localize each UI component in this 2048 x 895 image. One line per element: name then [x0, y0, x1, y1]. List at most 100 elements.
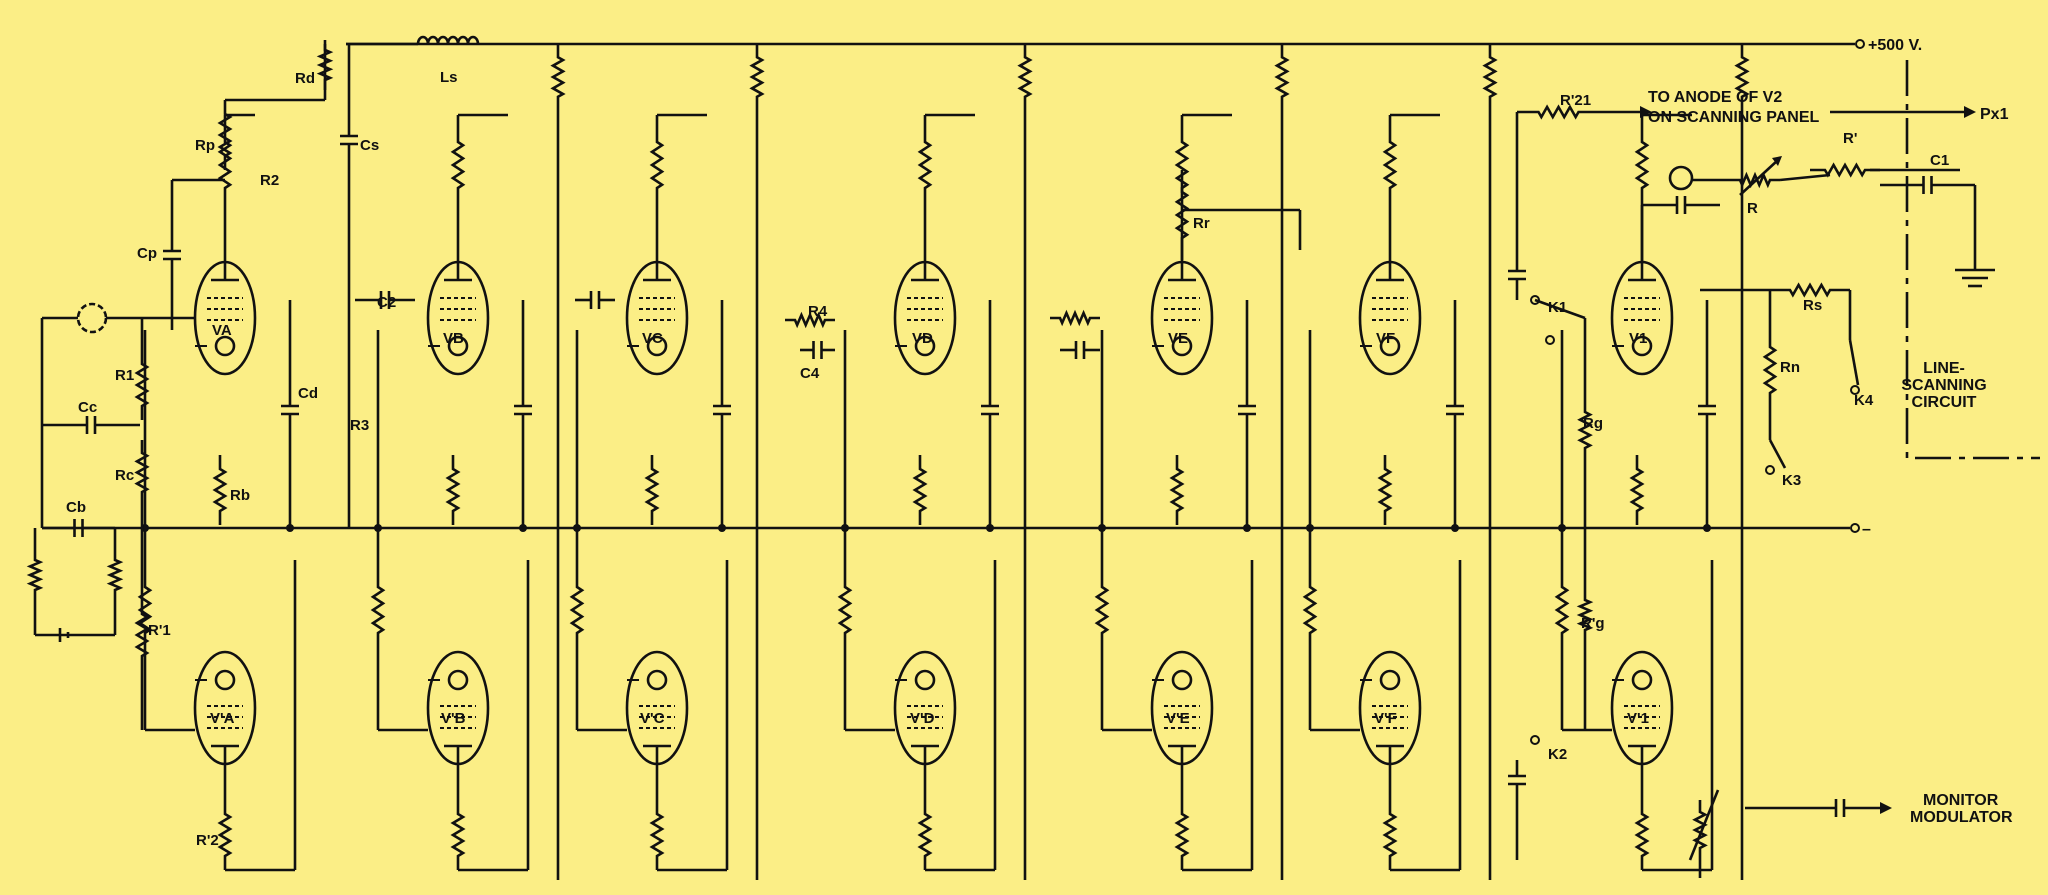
label-rg: Rg — [1583, 415, 1603, 432]
label-rc: Rc — [115, 467, 134, 484]
annotation-to-anode-2: ON SCANNING PANEL — [1648, 109, 1819, 126]
wire — [1768, 439, 1787, 469]
resistor — [1810, 162, 1880, 178]
annotation-to-anode-1: TO ANODE OF V2 — [1648, 89, 1782, 106]
resistor — [1094, 560, 1110, 660]
label-rp2: R' — [1843, 130, 1857, 147]
label-rp: Rp — [195, 137, 215, 154]
valve-lower — [193, 650, 257, 766]
resistor — [1482, 44, 1498, 110]
labels: +500 V. – VA VB VC VD VE VF V1 V'A V'B V… — [66, 37, 2013, 849]
label-cc: Cc — [78, 399, 97, 416]
junction-dot — [841, 524, 849, 532]
resistor — [450, 115, 466, 215]
label-rb: Rb — [230, 487, 250, 504]
annotation-line-scan-2: SCANNING — [1901, 377, 1986, 394]
resistor — [137, 560, 153, 660]
valve-heater — [447, 669, 469, 691]
annotation-monitor-1: MONITOR — [1923, 792, 1999, 809]
resistor — [134, 350, 150, 420]
resistor — [450, 800, 466, 870]
valve-lower — [426, 650, 490, 766]
resistor — [912, 455, 928, 525]
label-rd: Rd — [295, 70, 315, 87]
label-r1p: R'1 — [148, 622, 171, 639]
valve-upper — [1610, 260, 1674, 376]
resistor — [1634, 115, 1650, 215]
junction-dot — [519, 524, 527, 532]
resistor — [106, 550, 124, 600]
valve-upper — [1150, 260, 1214, 376]
line-scanning-boundary — [1905, 60, 2040, 460]
arrow-head — [1964, 106, 1976, 118]
wire — [1739, 159, 1779, 196]
label-k1: K1 — [1548, 299, 1567, 316]
label-r2: R2 — [260, 172, 279, 189]
valve-label-ve: VE — [1168, 330, 1188, 347]
resistor — [212, 455, 228, 525]
resistor — [134, 600, 150, 670]
valve-upper — [426, 260, 490, 376]
resistor — [917, 115, 933, 215]
junction-dot — [286, 524, 294, 532]
valve-heater — [214, 669, 236, 691]
resistor — [370, 560, 386, 660]
resistor — [837, 560, 853, 660]
label-cd: Cd — [298, 385, 318, 402]
negative-terminal-label: – — [1862, 521, 1871, 538]
resistor — [649, 800, 665, 870]
valve-heater — [1631, 669, 1653, 691]
resistor — [26, 550, 44, 600]
valve-upper — [893, 260, 957, 376]
label-r3: R3 — [350, 417, 369, 434]
switch-contact — [1530, 295, 1540, 305]
valve-label-va: VA — [212, 322, 232, 339]
annotation-line-scan-3: CIRCUIT — [1912, 394, 1977, 411]
resistor — [1762, 330, 1778, 410]
resistor — [1730, 171, 1780, 189]
valve-heater — [1379, 669, 1401, 691]
label-k2: K2 — [1548, 746, 1567, 763]
junction-dot — [1558, 524, 1566, 532]
resistor — [1169, 455, 1185, 525]
resistor — [1634, 800, 1650, 870]
junction-dot — [573, 524, 581, 532]
resistor — [917, 800, 933, 870]
label-c1: C1 — [1930, 152, 1949, 169]
resistor — [785, 311, 835, 329]
resistor — [1274, 44, 1290, 110]
valve-heater — [646, 669, 668, 691]
meter — [1668, 165, 1694, 191]
annotation-line-scan-1: LINE- — [1923, 360, 1965, 377]
valve-label-vc: VC — [642, 330, 663, 347]
valve-heater — [646, 335, 668, 357]
valve-label-vpb: V'B — [441, 710, 466, 727]
arrow-head — [1640, 106, 1652, 118]
wire — [1779, 173, 1831, 182]
resistor — [1554, 560, 1570, 660]
supply-terminal — [1855, 39, 1865, 49]
label-rgp: R'g — [1581, 615, 1605, 632]
annotation-monitor-2: MODULATOR — [1910, 809, 2013, 826]
valve-label-vf: VF — [1376, 330, 1395, 347]
resistor — [1302, 560, 1318, 660]
label-r1: R1 — [115, 367, 134, 384]
resistor — [1174, 800, 1190, 870]
resistor — [1174, 170, 1190, 260]
input-socket — [76, 302, 108, 334]
junction-dot — [374, 524, 382, 532]
label-cs: Cs — [360, 137, 379, 154]
label-r: R — [1747, 200, 1758, 217]
label-r21: R'21 — [1560, 92, 1591, 109]
resistor — [1692, 800, 1708, 860]
label-r4: R4 — [808, 303, 828, 320]
resistor — [1377, 455, 1393, 525]
valve-heater — [1171, 335, 1193, 357]
valve-upper — [1358, 260, 1422, 376]
resistor — [569, 560, 585, 660]
resistor — [1382, 115, 1398, 215]
label-rr: Rr — [1193, 215, 1210, 232]
label-k3: K3 — [1782, 472, 1801, 489]
resistor — [550, 44, 566, 110]
